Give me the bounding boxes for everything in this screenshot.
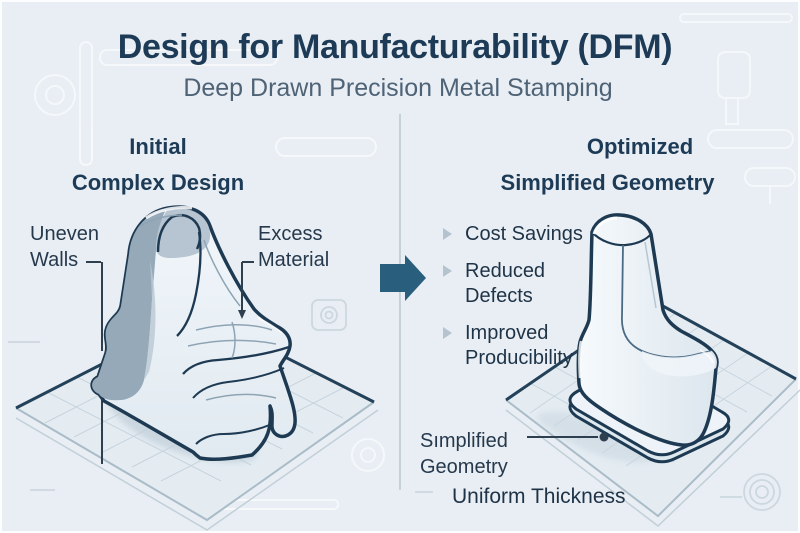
pill-doodle-icon — [275, 137, 377, 157]
gear-doodle-icon — [351, 438, 385, 472]
callout-simplified-geometry: Sımplified Geometry — [420, 430, 508, 479]
benefit-label: Reduced Defects — [465, 259, 546, 308]
left-heading-line1: Initial — [129, 134, 187, 159]
pencil-doodle-icon — [679, 13, 793, 23]
benefit-label: Improved Producibility — [465, 321, 573, 370]
page-subtitle: Deep Drawn Precision Metal Stamping — [183, 74, 613, 102]
left-part-complex-shape — [90, 205, 297, 461]
right-heading-line2: Simplified Geometry — [500, 170, 715, 195]
benefit-label: Cost Savings — [465, 223, 583, 245]
circles-doodle-icon — [743, 473, 781, 511]
pill-doodle-icon — [707, 129, 794, 149]
background-doodles-gray — [8, 299, 781, 511]
excess-material-leader-line — [238, 261, 254, 319]
right-part-simplified-shape — [576, 213, 719, 447]
leader-arrowhead-icon — [238, 310, 246, 319]
pencil-doodle-icon — [217, 499, 339, 510]
right-heading-line1: Optimized — [586, 134, 694, 159]
callout-uneven-walls: Uneven Walls — [30, 223, 99, 272]
callout-uniform-thickness: Uniform Thickness — [452, 485, 626, 508]
ruler-doodle-icon — [79, 41, 93, 166]
benefit-item: Cost Savings — [441, 222, 591, 248]
ruler-bar-doodle-icon — [99, 49, 278, 66]
camera-doodle-icon — [311, 299, 347, 331]
benefits-list: Cost Savings Reduced Defects Improved Pr… — [441, 222, 591, 383]
benefit-item: Reduced Defects — [441, 259, 591, 310]
leader-dot-icon — [599, 432, 609, 442]
benefit-item: Improved Producibility — [441, 321, 591, 372]
simplified-geometry-leader-line — [527, 432, 609, 442]
triangle-bullet-icon — [443, 228, 452, 240]
gear-doodle-icon — [34, 74, 76, 116]
callout-excess-material: Excess Material — [258, 223, 330, 272]
uneven-walls-leader-line — [86, 261, 103, 464]
tool-doodle-icon — [717, 51, 751, 125]
page-title: Design for Manufacturability (DFM) — [117, 28, 673, 66]
transform-arrow-icon — [380, 255, 426, 301]
left-heading-line2: Complex Design — [71, 170, 245, 195]
triangle-bullet-icon — [443, 326, 452, 339]
triangle-bullet-icon — [443, 264, 452, 277]
